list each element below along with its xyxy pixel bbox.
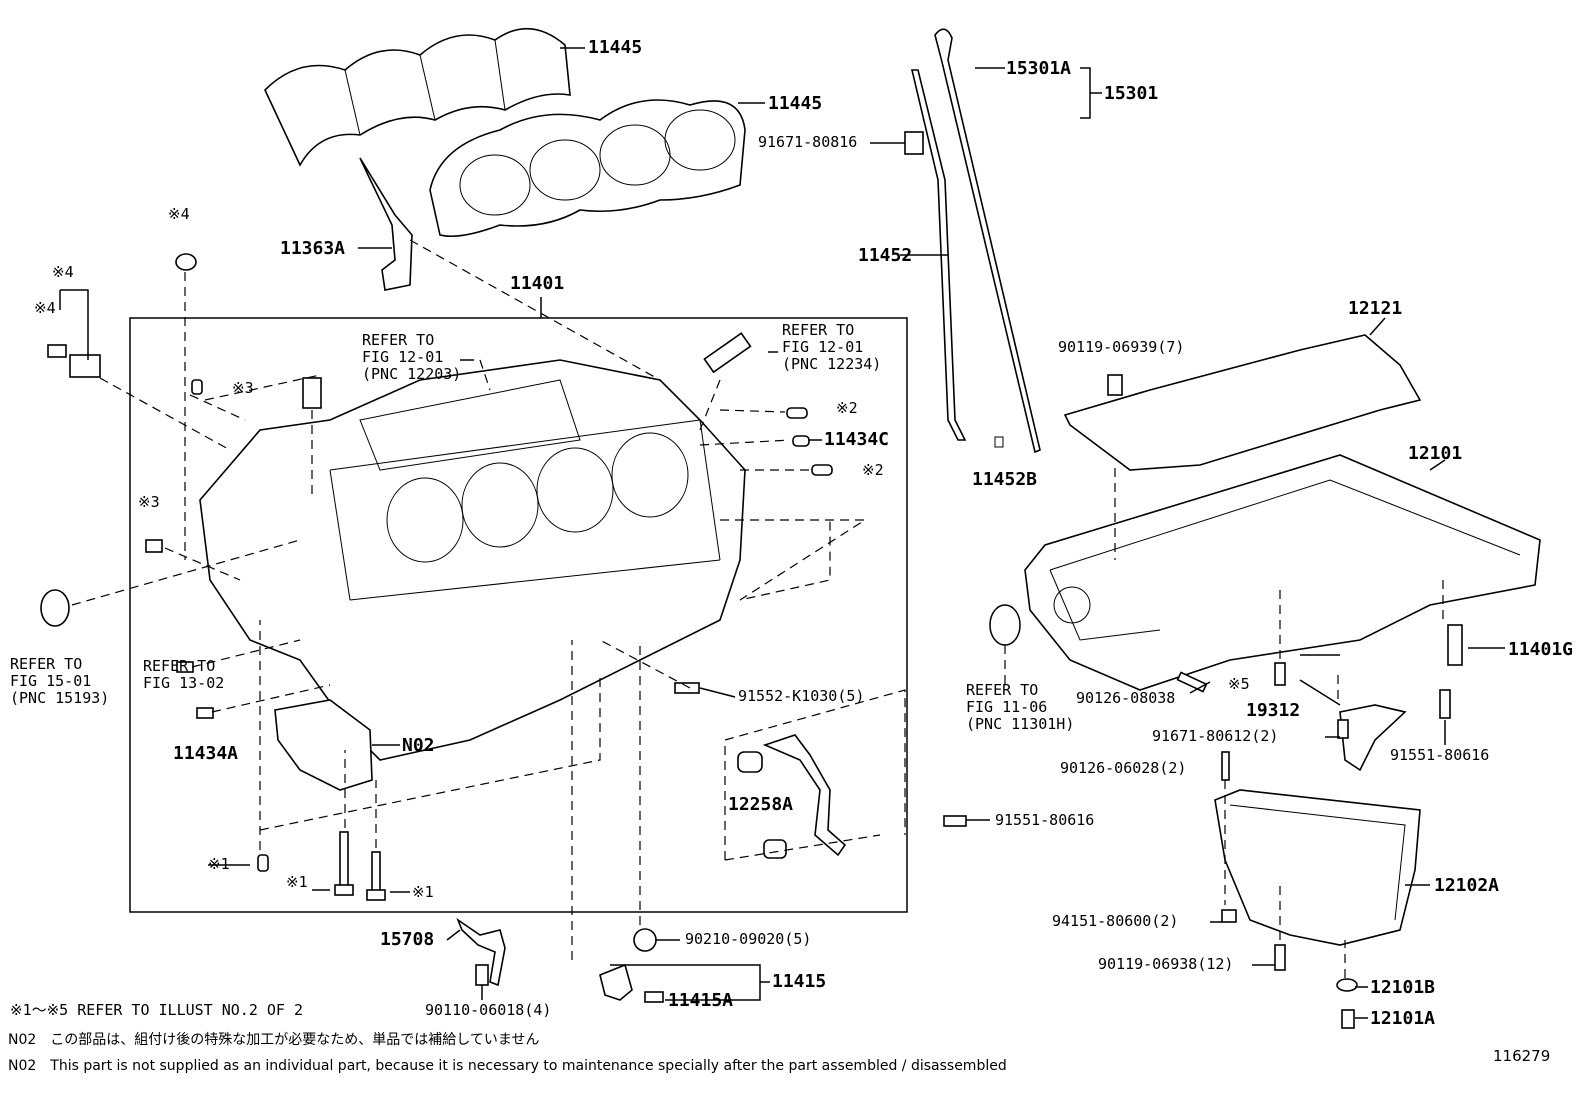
assembly-lines [71, 239, 1444, 978]
mark-4-b: ※4 [52, 263, 74, 281]
footnote-n02-english: N02 This part is not supplied as an indi… [8, 1058, 1007, 1074]
label-90110-06018: 90110-06018(4) [425, 1001, 552, 1019]
bearing-cap [274, 699, 373, 791]
label-15301: 15301 [1104, 83, 1159, 104]
mark-3-a: ※3 [232, 379, 254, 397]
label-91671-80612: 91671-80612(2) [1152, 727, 1279, 745]
block-assembly-frame [129, 317, 908, 913]
label-19312: 19312 [1246, 700, 1301, 721]
oil-pan-upper [1024, 454, 1541, 691]
cylinder-block [199, 359, 746, 761]
mark-4-c: ※4 [34, 299, 56, 317]
label-11401: 11401 [510, 273, 565, 294]
label-11401g: 11401G [1508, 639, 1574, 660]
mark-4-a: ※4 [168, 205, 190, 223]
bolts [40, 253, 1451, 1029]
label-11363a: 11363A [280, 238, 346, 259]
mark-1-a: ※1 [208, 855, 230, 873]
label-91671-80816: 91671-80816 [758, 133, 858, 151]
label-91552-k1030: 91552-K1030(5) [738, 687, 865, 705]
sensor-11401g [1447, 624, 1463, 666]
mark-2-b: ※2 [862, 461, 884, 479]
footnote-refer-illust: ※1～※5 REFER TO ILLUST NO.2 OF 2 [10, 1001, 303, 1019]
oil-baffle-plate [1063, 334, 1422, 471]
label-12121: 12121 [1348, 298, 1403, 319]
label-90126-06028: 90126-06028(2) [1060, 759, 1187, 777]
o-ring [989, 604, 1021, 646]
cylinder-gasket-set [429, 99, 765, 238]
label-94151-80600: 94151-80600(2) [1052, 912, 1179, 930]
label-12102a: 12102A [1434, 875, 1500, 896]
label-91551-80616-right: 91551-80616 [1390, 746, 1490, 764]
bracket [1339, 704, 1407, 772]
label-90210-09020: 90210-09020(5) [685, 930, 812, 948]
label-n02: N02 [402, 735, 435, 756]
mark-2-a: ※2 [836, 399, 858, 417]
footnote-n02-japanese: N02 この部品は、組付け後の特殊な加工が必要なため、単品では補給していません [8, 1032, 540, 1048]
label-12101: 12101 [1408, 443, 1463, 464]
label-11415a: 11415A [668, 990, 734, 1011]
mark-1-b: ※1 [286, 873, 308, 891]
mark-3-b: ※3 [138, 493, 160, 511]
label-11452: 11452 [858, 245, 913, 266]
label-11415: 11415 [772, 971, 827, 992]
mark-5: ※5 [1228, 675, 1250, 693]
dipstick-guide [910, 69, 967, 441]
seal-strip [359, 157, 413, 291]
label-15708: 15708 [380, 929, 435, 950]
diagram-id: 116279 [1493, 1047, 1551, 1065]
label-11445-top: 11445 [588, 37, 643, 58]
label-90126-08038: 90126-08038 [1076, 689, 1176, 707]
cylinder-liner-set-top [264, 27, 585, 167]
oil-pan-lower [1214, 789, 1421, 946]
label-12101b: 12101B [1370, 977, 1436, 998]
leader-lines [59, 289, 1446, 1019]
label-11434a: 11434A [173, 743, 239, 764]
label-12258a: 12258A [728, 794, 794, 815]
oil-dipstick [934, 28, 1041, 454]
label-11434c: 11434C [824, 429, 890, 450]
label-91551-80616-mid: 91551-80616 [995, 811, 1095, 829]
label-12101a: 12101A [1370, 1008, 1436, 1029]
label-11445-mid: 11445 [768, 93, 823, 114]
label-11452b: 11452B [972, 469, 1038, 490]
oil-strainer [762, 734, 847, 857]
mark-1-c: ※1 [412, 883, 434, 901]
label-15301a: 15301A [1006, 58, 1072, 79]
label-90119-06939: 90119-06939(7) [1058, 338, 1185, 356]
label-90119-06938: 90119-06938(12) [1098, 955, 1234, 973]
